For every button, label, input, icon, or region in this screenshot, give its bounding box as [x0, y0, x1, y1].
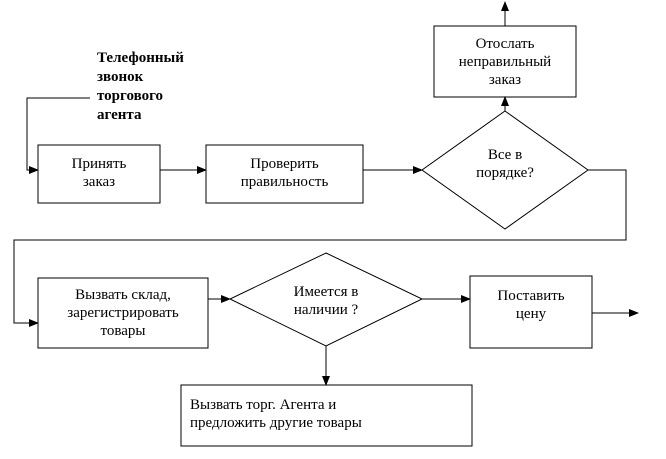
- check-correctness-box: [205, 144, 364, 204]
- set-price-label: Поставить цену: [497, 288, 565, 322]
- call-agent-label: Вызвать торг. Агента и предложить другие…: [190, 397, 362, 431]
- all-ok-diamond: [421, 110, 589, 230]
- send-wrong-order-label: Отослать неправильный заказ: [458, 36, 552, 88]
- all-ok-label: Все в порядке?: [476, 147, 534, 181]
- phone-call-trigger-label: Телефонный звонок торгового агента: [97, 50, 184, 123]
- set-price-box: [469, 275, 593, 349]
- call-warehouse-label: Вызвать склад, зарегистрировать товары: [67, 287, 179, 339]
- accept-order-box: [37, 144, 161, 204]
- arrow-trigger-to-accept: [26, 97, 90, 174]
- accept-order-label: Принять заказ: [71, 156, 127, 190]
- check-correctness-label: Проверить правильность: [240, 156, 329, 190]
- call-warehouse-box: [37, 277, 209, 349]
- call-agent-box: [180, 384, 473, 447]
- in-stock-label: Имеется в наличии ?: [293, 284, 359, 318]
- arrow-decision-to-warehouse: [13, 169, 627, 327]
